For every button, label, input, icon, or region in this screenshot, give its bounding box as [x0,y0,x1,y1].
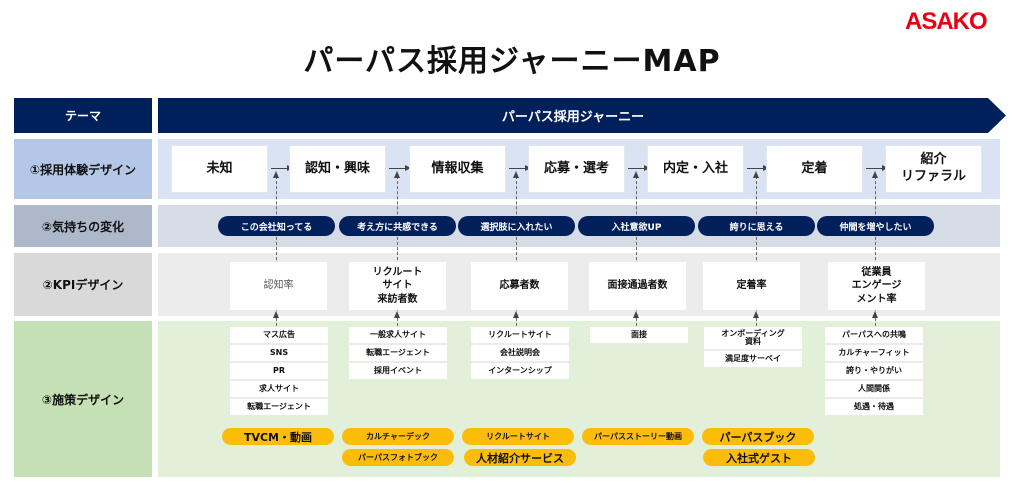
stage-box: 認知・興味 [289,145,386,193]
measure-item: 人間関係 [825,381,923,397]
measure-item: 求人サイト [230,381,328,397]
feeling-pill: 入社意欲UP [578,216,695,236]
connector-dashed-line [636,176,637,326]
measure-item: インターンシップ [471,363,569,379]
connector-dashed-line [516,176,517,326]
row-label-kpi: ②KPIデザイン [14,253,152,316]
stage-box: 応募・選考 [528,145,625,193]
tool-pill: リクルートサイト [462,428,574,445]
up-arrow-icon [513,171,519,178]
journey-label: パーパス採用ジャーニー [501,110,645,125]
measure-item: 採用イベント [349,363,447,379]
measure-item: 満足度サーベイ [704,351,802,367]
measure-item: 転職エージェント [230,399,328,415]
row-label-feelings: ②気持ちの変化 [14,205,152,247]
row-label-measures: ③施策デザイン [14,321,152,477]
tool-pill: TVCM・動画 [222,428,334,445]
flow-arrow-icon [389,165,411,171]
kpi-box: 定着率 [703,262,800,310]
measure-list: マス広告 SNS PR 求人サイト転職エージェント [230,327,328,415]
measure-item: カルチャーフィット [825,345,923,361]
kpi-box: 認知率 [230,262,327,310]
feeling-pill: 考え方に共感できる [339,216,456,236]
stage-box: 未知 [171,145,268,193]
feeling-pill: この会社知ってる [218,216,335,236]
stage-box: 内定・入社 [647,145,744,193]
measure-item: パーパスへの共鳴 [825,327,923,343]
tool-pill: パーパスストーリー動画 [582,428,694,445]
tool-pill: カルチャーデック [342,428,454,445]
measure-list: オンボーディング資料満足度サーベイ [704,327,802,367]
flow-arrow-icon [866,165,888,171]
measure-item: 誇り・やりがい [825,363,923,379]
measure-item: 面接 [590,327,688,343]
measure-item: PR [230,363,328,379]
kpi-box: 応募者数 [471,262,568,310]
measure-item: 処遇・待遇 [825,399,923,415]
tool-pill: パーパスブック [702,428,814,445]
asako-logo: ASAKO [905,8,988,35]
measure-item: リクルートサイト [471,327,569,343]
measure-list: 一般求人サイト転職エージェント採用イベント [349,327,447,379]
stage-box: 紹介リファラル [885,145,982,193]
up-arrow-icon [394,311,400,318]
tool-pill: 入社式ゲスト [703,449,815,466]
up-arrow-icon [872,311,878,318]
measure-item: マス広告 [230,327,328,343]
connector-dashed-line [397,176,398,326]
flow-arrow-icon [509,165,531,171]
connector-dashed-line [756,176,757,326]
feeling-pill: 誇りに思える [698,216,815,236]
measure-item: 一般求人サイト [349,327,447,343]
theme-label: テーマ [14,98,152,133]
up-arrow-icon [633,171,639,178]
flow-arrow-icon [271,165,293,171]
measure-list: リクルートサイト会社説明会インターンシップ [471,327,569,379]
connector-dashed-line [875,176,876,326]
tool-pill: パーパスフォトブック [342,449,454,466]
measure-item: オンボーディング資料 [704,327,802,349]
up-arrow-icon [513,311,519,318]
feeling-pill: 選択肢に入れたい [458,216,575,236]
kpi-box: リクルートサイト来訪者数 [349,262,446,310]
up-arrow-icon [273,311,279,318]
measure-list: 面接 [590,327,688,343]
page-title: パーパス採用ジャーニーMAP [303,44,721,79]
measure-item: SNS [230,345,328,361]
measure-list: パーパスへの共鳴カルチャーフィット誇り・やりがい人間関係処遇・待遇 [825,327,923,415]
up-arrow-icon [753,171,759,178]
up-arrow-icon [633,311,639,318]
kpi-box: 面接通過者数 [589,262,686,310]
flow-arrow-icon [628,165,650,171]
up-arrow-icon [273,171,279,178]
stage-box: 情報収集 [409,145,506,193]
measure-item: 転職エージェント [349,345,447,361]
feeling-pill: 仲間を増やしたい [817,216,934,236]
stage-box: 定着 [766,145,863,193]
measure-item: 会社説明会 [471,345,569,361]
journey-header-arrow: パーパス採用ジャーニー [158,98,1006,133]
connector-dashed-line [276,176,277,326]
flow-arrow-icon [747,165,769,171]
up-arrow-icon [753,311,759,318]
tool-pill: 人材紹介サービス [464,449,576,466]
up-arrow-icon [394,171,400,178]
up-arrow-icon [872,171,878,178]
kpi-box: 従業員エンゲージメント率 [828,262,925,310]
row-label-experience: ①採用体験デザイン [14,139,152,199]
